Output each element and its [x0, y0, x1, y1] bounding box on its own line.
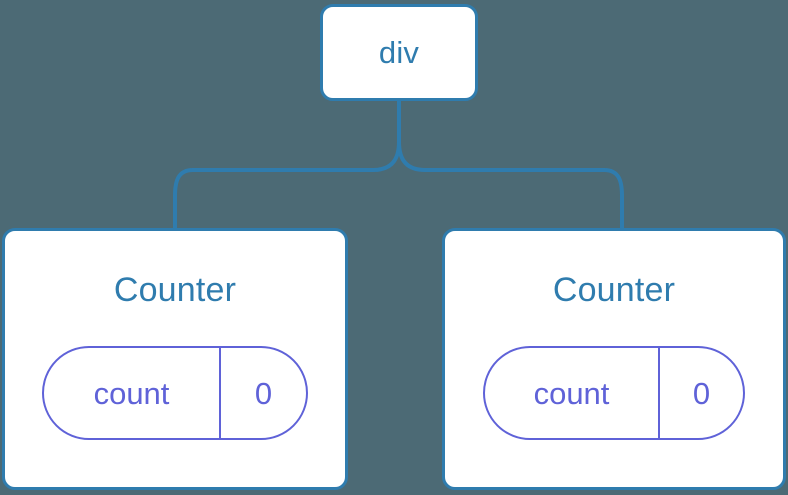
state-key-count-2: count	[485, 348, 660, 438]
node-div[interactable]: div	[320, 4, 478, 101]
node-div-label: div	[378, 35, 420, 70]
state-value-count-2: 0	[692, 375, 711, 411]
node-counter-1[interactable]: Counter count 0	[2, 228, 348, 490]
connector-right	[397, 101, 624, 230]
state-badge-counter-2: count 0	[483, 346, 745, 440]
state-key-count-1: count	[44, 348, 221, 438]
connector-left	[173, 101, 401, 230]
node-counter-2-label: Counter	[552, 271, 676, 309]
node-counter-1-label: Counter	[113, 271, 237, 309]
state-value-count-1: 0	[254, 375, 273, 411]
state-badge-counter-1: count 0	[42, 346, 308, 440]
node-counter-2[interactable]: Counter count 0	[442, 228, 786, 490]
